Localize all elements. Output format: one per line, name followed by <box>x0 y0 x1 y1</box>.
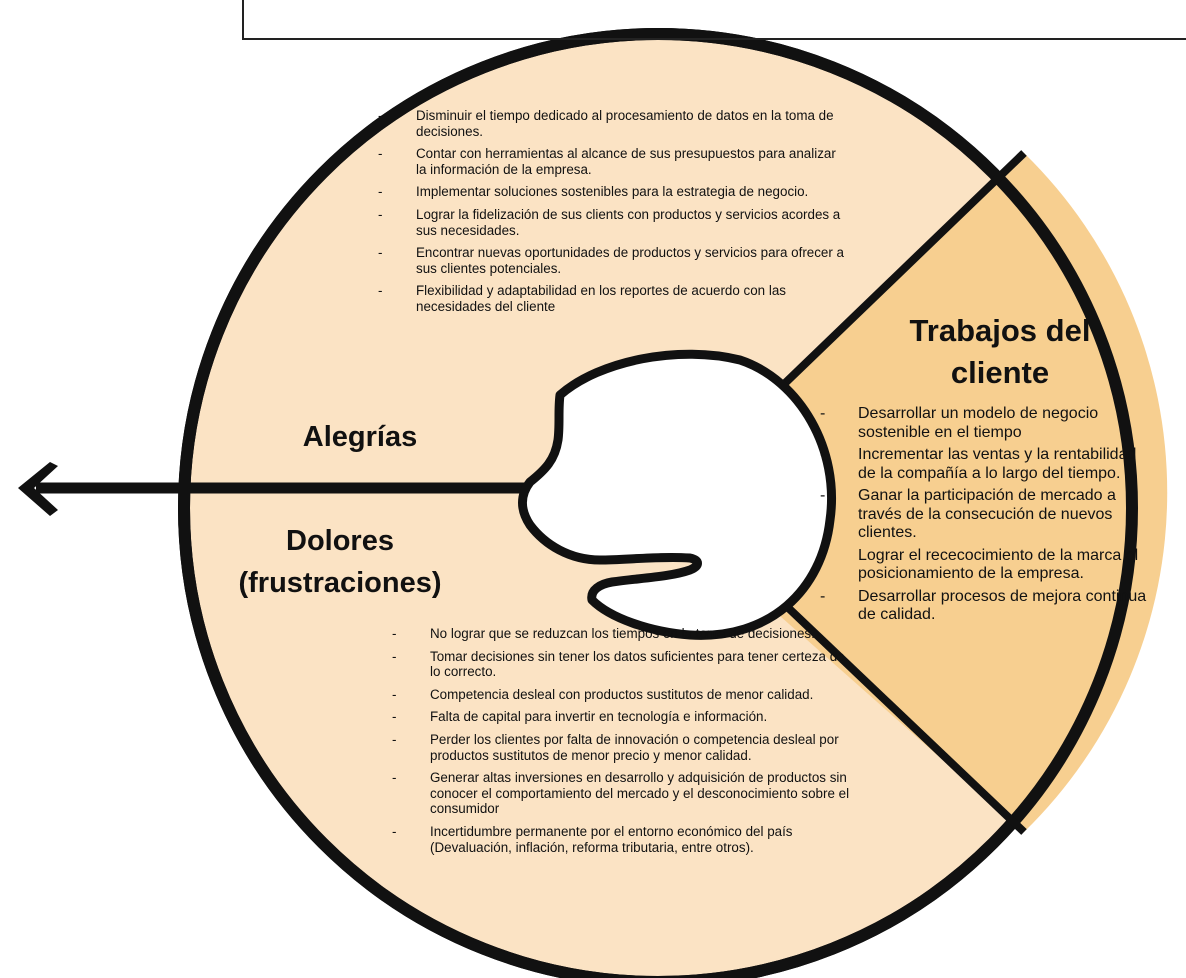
jobs-heading-line1: Trabajos del <box>909 313 1091 348</box>
bullet-dash: - <box>392 823 397 839</box>
pain-item-text: No lograr que se reduzcan los tiempos en… <box>430 626 815 641</box>
pain-item: - Tomar decisiones sin tener los datos su… <box>392 649 852 680</box>
gains-list: - Disminuir el tiempo dedicado al procesa… <box>378 108 848 322</box>
jobs-heading: Trabajos del cliente <box>880 310 1120 394</box>
bullet-dash: - <box>378 146 383 162</box>
gain-item: - Encontrar nuevas oportunidades de produ… <box>378 245 848 276</box>
pain-item-text: Tomar decisiones sin tener los datos suf… <box>430 648 845 680</box>
bullet-dash: - <box>378 283 383 299</box>
gain-item: - Flexibilidad y adaptabilidad en los rep… <box>378 283 848 314</box>
job-item: - Ganar la participación de mercado a tra… <box>820 487 1150 543</box>
pain-item: - No lograr que se reduzcan los tiempos e… <box>392 626 852 642</box>
pains-list: - No lograr que se reduzcan los tiempos e… <box>392 626 852 862</box>
job-item-text: Desarrollar procesos de mejora continua … <box>858 587 1147 624</box>
gain-item: - Disminuir el tiempo dedicado al procesa… <box>378 108 848 139</box>
jobs-sector <box>658 153 1168 832</box>
gain-item-text: Encontrar nuevas oportunidades de produc… <box>416 245 844 276</box>
gain-item: - Lograr la fidelización de sus clients c… <box>378 207 848 238</box>
pains-heading: Dolores (frustraciones) <box>220 520 460 604</box>
pain-item-text: Falta de capital para invertir en tecnol… <box>430 709 768 725</box>
bullet-dash: - <box>392 686 397 702</box>
pain-item-text: Generar altas inversiones en desarrollo … <box>430 770 850 817</box>
gain-item: - Contar con herramientas al alcance de s… <box>378 146 848 177</box>
pain-item: - Incertidumbre permanente por el entorno… <box>392 824 852 855</box>
divider-upper <box>777 150 1027 391</box>
bullet-dash: - <box>378 206 383 222</box>
bullet-dash: - <box>820 446 826 463</box>
job-item-text: Desarrollar un modelo de negocio sosteni… <box>858 405 1099 441</box>
bullet-dash: - <box>378 184 383 200</box>
bullet-dash: - <box>392 648 397 664</box>
pain-item: - Generar altas inversiones en desarrollo… <box>392 770 852 817</box>
job-item: - Desarrollar un modelo de negocio sosten… <box>820 405 1150 442</box>
bullet-dash: - <box>820 405 826 422</box>
bullet-dash: - <box>392 709 397 725</box>
pains-heading-line2: (frustraciones) <box>238 567 442 599</box>
bullet-dash: - <box>820 587 826 605</box>
bullet-dash: - <box>378 108 383 123</box>
job-item-text: Ganar la participación de mercado a trav… <box>858 487 1116 541</box>
job-item: - Incrementar las ventas y la rentabilida… <box>820 446 1150 483</box>
face-profile <box>518 349 836 640</box>
gain-item: - Implementar soluciones sostenibles para… <box>378 184 848 200</box>
gain-item-text: Flexibilidad y adaptabilidad en los repo… <box>416 283 786 314</box>
gain-item-text: Implementar soluciones sostenibles para … <box>416 184 809 200</box>
arrow-head-icon <box>18 462 58 516</box>
pain-item-text: Perder los clientes por falta de innovac… <box>430 731 839 763</box>
header-box <box>242 0 1186 40</box>
pain-item: - Perder los clientes por falta de innova… <box>392 732 852 763</box>
pain-item-text: Incertidumbre permanente por el entorno … <box>430 823 793 855</box>
jobs-list: - Desarrollar un modelo de negocio sosten… <box>820 405 1150 629</box>
gain-item-text: Disminuir el tiempo dedicado al procesam… <box>416 108 834 139</box>
job-item: - Lograr el rececocimiento de la marca el… <box>820 547 1150 584</box>
job-item: - Desarrollar procesos de mejora continua… <box>820 588 1150 625</box>
pain-item: - Falta de capital para invertir en tecno… <box>392 709 852 725</box>
gain-item-text: Lograr la fidelización de sus clients co… <box>416 206 841 238</box>
bullet-dash: - <box>392 770 397 786</box>
bullet-dash: - <box>392 626 397 641</box>
bullet-dash: - <box>392 731 397 747</box>
bullet-dash: - <box>820 487 826 504</box>
pain-item-text: Competencia desleal con productos sustit… <box>430 686 814 702</box>
bullet-dash: - <box>378 245 383 261</box>
job-item-text: Incrementar las ventas y la rentabilidad… <box>858 446 1137 482</box>
profile-circle-outline <box>178 28 1138 978</box>
gains-heading: Alegrías <box>302 421 418 453</box>
job-item-text: Lograr el rececocimiento de la marca el … <box>858 546 1139 583</box>
pains-heading-line1: Dolores <box>286 525 394 557</box>
gain-item-text: Contar con herramientas al alcance de su… <box>416 146 836 177</box>
pain-item: - Competencia desleal con productos susti… <box>392 687 852 703</box>
jobs-heading-line2: cliente <box>950 355 1050 390</box>
bullet-dash: - <box>820 546 826 564</box>
divider-lower <box>777 597 1027 835</box>
